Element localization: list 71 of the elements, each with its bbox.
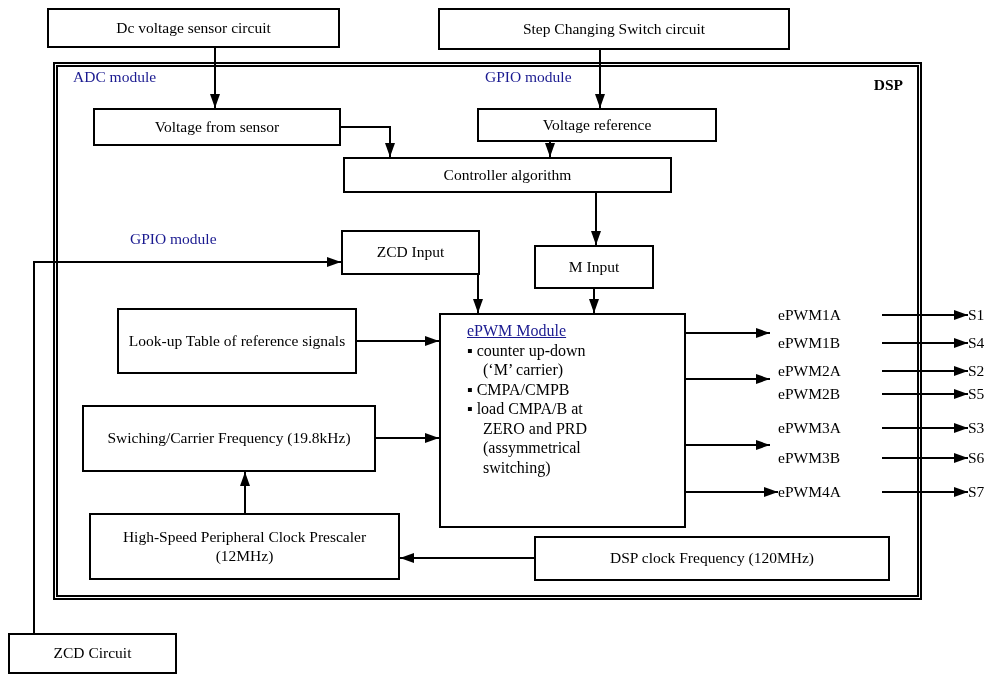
- process-box: [438, 8, 790, 50]
- arrow: [595, 49, 605, 109]
- signal-label: ePWM4A: [778, 482, 882, 502]
- bullet-item: ▪ counter up-down (‘M’ carrier): [467, 340, 587, 380]
- box-label: Look-up Table of reference signals: [128, 331, 346, 351]
- arrow: [881, 338, 969, 348]
- arrow: [356, 336, 440, 346]
- arrow: [881, 423, 969, 433]
- process-box: [341, 230, 480, 275]
- arrow: [881, 310, 969, 320]
- process-box: [534, 536, 890, 581]
- box-label: ZCD Input: [376, 243, 445, 262]
- switch-label: S3: [968, 418, 1002, 438]
- arrow: [591, 192, 601, 246]
- box-label: Voltage from sensor: [154, 117, 280, 137]
- process-box: [477, 108, 717, 142]
- process-box: [534, 245, 654, 289]
- dsp-container: [53, 62, 922, 600]
- process-box: [82, 405, 376, 472]
- box-label: Controller algorithm: [443, 165, 572, 185]
- arrow: [881, 487, 969, 497]
- arrow: [473, 274, 483, 314]
- arrow: [685, 487, 779, 497]
- arrow: [881, 366, 969, 376]
- module-box: [439, 313, 686, 528]
- process-box: [47, 8, 340, 48]
- process-box: [89, 513, 400, 580]
- arrow: [881, 389, 969, 399]
- process-box: [343, 157, 672, 193]
- signal-label: ePWM3A: [778, 418, 882, 438]
- arrow: [685, 440, 771, 450]
- signal-label: ePWM2B: [778, 384, 882, 404]
- arrow: [210, 47, 220, 109]
- box-label: Step Changing Switch circuit: [522, 19, 706, 39]
- arrow: [685, 374, 771, 384]
- signal-label: ePWM2A: [778, 361, 882, 381]
- bullet-item: ▪ CMPA/CMPB: [467, 379, 571, 400]
- switch-label: S4: [968, 333, 1002, 353]
- process-box: [93, 108, 341, 146]
- arrow: [545, 141, 555, 158]
- arrow: [375, 433, 440, 443]
- switch-label: S2: [968, 361, 1002, 381]
- arrow: [589, 288, 599, 314]
- box-label: High-Speed Peripheral Clock Prescaler (12MHz): [121, 527, 368, 566]
- switch-label: S7: [968, 482, 1002, 502]
- signal-label: ePWM3B: [778, 448, 882, 468]
- box-label: DSP clock Frequency (120MHz): [610, 549, 814, 568]
- process-box: [8, 633, 177, 674]
- container-title: DSP: [873, 76, 903, 94]
- arrow: [240, 471, 250, 514]
- module-title: ePWM Module: [467, 321, 567, 341]
- process-box: [117, 308, 357, 374]
- box-label: Dc voltage sensor circuit: [116, 18, 271, 38]
- module-label: GPIO module: [485, 68, 572, 86]
- arrow: [399, 553, 535, 563]
- bullet-item: ▪ load CMPA/B at ZERO and PRD (assymmetrical switching): [467, 399, 588, 478]
- arrow: [881, 453, 969, 463]
- module-label: GPIO module: [130, 230, 217, 248]
- signal-label: ePWM1B: [778, 333, 882, 353]
- switch-label: S6: [968, 448, 1002, 468]
- arrow: [685, 328, 771, 338]
- switch-label: S1: [968, 305, 1002, 325]
- switch-label: S5: [968, 384, 1002, 404]
- arrow: [340, 126, 395, 158]
- box-label: ZCD Circuit: [53, 644, 132, 663]
- signal-label: ePWM1A: [778, 305, 882, 325]
- module-label: ADC module: [73, 68, 157, 86]
- arrow: [33, 257, 342, 634]
- box-label: M Input: [568, 257, 620, 277]
- box-label: Swiching/Carrier Frequency (19.8kHz): [107, 429, 351, 448]
- box-label: Voltage reference: [542, 115, 652, 135]
